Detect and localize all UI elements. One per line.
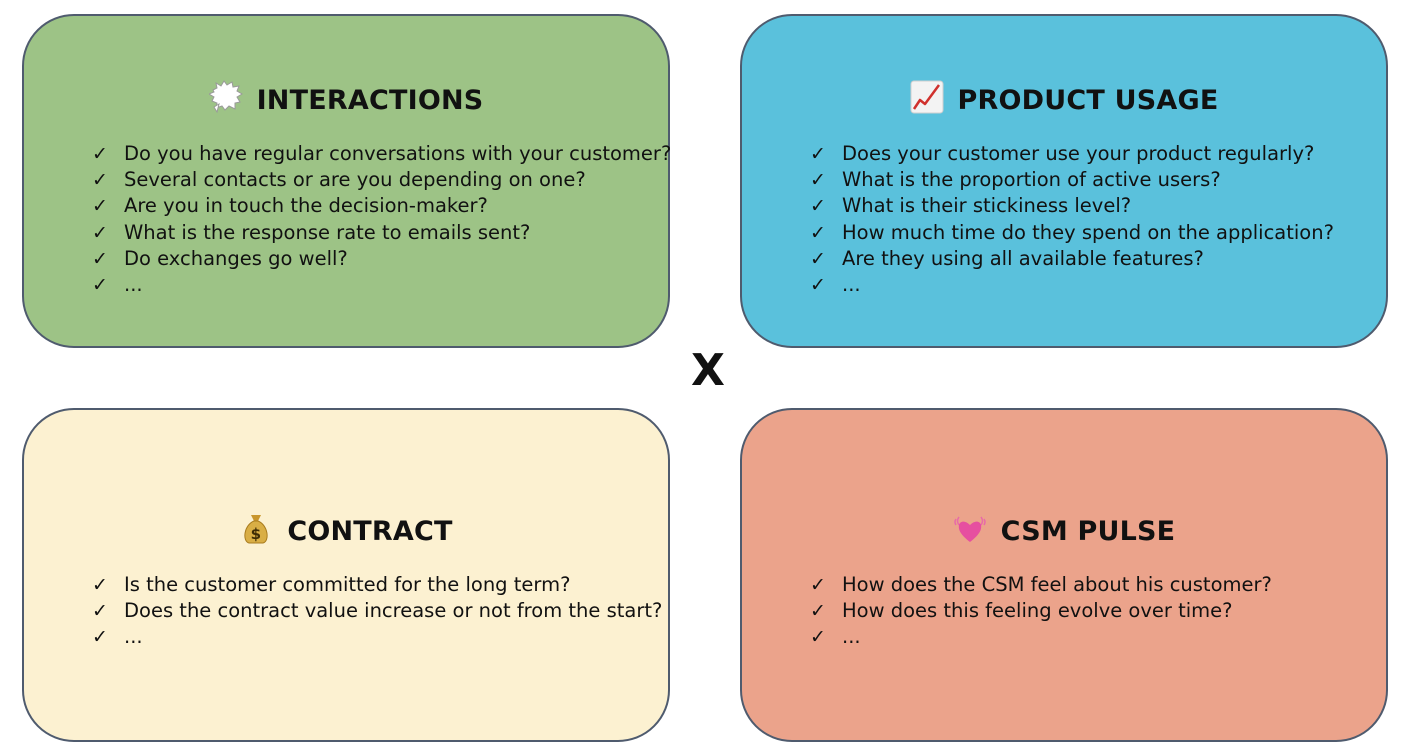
- list-item: ✓ Do you have regular conversations with …: [92, 141, 671, 167]
- chart-increasing-icon: [910, 80, 943, 114]
- list-item: ✓ Is the customer committed for the long …: [92, 572, 662, 598]
- list-item: ✓...: [810, 272, 1334, 298]
- question-list: ✓ Does your customer use your product reg…: [810, 141, 1334, 298]
- list-item: ✓ Are you in touch the decision-maker?: [92, 193, 671, 219]
- card-title-text: PRODUCT USAGE: [957, 85, 1219, 116]
- item-text: What is the proportion of active users?: [842, 168, 1221, 192]
- item-text: ...: [842, 273, 861, 297]
- check-icon: ✓: [810, 221, 826, 244]
- check-icon: ✓: [92, 247, 108, 270]
- check-icon: ✓: [810, 169, 826, 192]
- list-item: ✓ What is their stickiness level?: [810, 193, 1334, 219]
- card-title: PRODUCT USAGE: [742, 80, 1386, 116]
- check-icon: ✓: [92, 169, 108, 192]
- list-item: ✓ Are they using all available features?: [810, 246, 1334, 272]
- beating-heart-icon: [953, 516, 986, 542]
- check-icon: ✓: [92, 574, 108, 596]
- item-text: How does the CSM feel about his customer…: [842, 573, 1272, 596]
- card-title-text: CSM PULSE: [1000, 516, 1176, 547]
- item-text: Do exchanges go well?: [124, 246, 348, 270]
- interactions-card: INTERACTIONS ✓ Do you have regular conver…: [22, 14, 671, 348]
- card-title-text: INTERACTIONS: [256, 85, 484, 116]
- list-item: ✓ How does the CSM feel about his custome…: [810, 572, 1272, 598]
- money-bag-icon: $: [244, 515, 268, 544]
- list-item: ✓...: [92, 272, 671, 298]
- csm-pulse-card: CSM PULSE ✓ How does the CSM feel about h…: [740, 408, 1388, 742]
- item-text: Are you in touch the decision-maker?: [124, 194, 488, 218]
- check-icon: ✓: [92, 274, 108, 297]
- list-item: ✓ How much time do they spend on the appl…: [810, 220, 1334, 246]
- item-text: Do you have regular conversations with y…: [124, 142, 672, 165]
- svg-text:$: $: [251, 525, 262, 543]
- list-item: ✓...: [810, 624, 1272, 650]
- check-icon: ✓: [92, 221, 108, 244]
- check-icon: ✓: [92, 626, 108, 649]
- item-text: Does the contract value increase or not …: [124, 599, 663, 623]
- check-icon: ✓: [810, 247, 826, 270]
- item-text: Is the customer committed for the long t…: [124, 573, 571, 596]
- contract-card: $ CONTRACT ✓ Is the customer committed fo…: [22, 408, 670, 742]
- check-icon: ✓: [810, 626, 826, 649]
- list-item: ✓ Does your customer use your product reg…: [810, 141, 1334, 167]
- check-icon: ✓: [810, 274, 826, 297]
- card-title: INTERACTIONS: [24, 80, 668, 116]
- item-text: Several contacts or are you depending on…: [124, 168, 586, 192]
- check-icon: ✓: [92, 143, 108, 165]
- item-text: ...: [842, 625, 861, 649]
- item-text: ...: [124, 273, 143, 297]
- list-item: ✓ Do exchanges go well?: [92, 246, 671, 272]
- card-title: CSM PULSE: [742, 511, 1386, 547]
- item-text: What is their stickiness level?: [842, 194, 1132, 218]
- check-icon: ✓: [810, 143, 826, 165]
- product-usage-card: PRODUCT USAGE ✓ Does your customer use yo…: [740, 14, 1388, 348]
- item-text: What is the response rate to emails sent…: [124, 220, 531, 244]
- check-icon: ✓: [92, 195, 108, 218]
- item-text: How does this feeling evolve over time?: [842, 599, 1233, 623]
- speech-balloon-icon: [208, 80, 243, 114]
- card-title-text: CONTRACT: [287, 516, 453, 547]
- item-text: Does your customer use your product regu…: [842, 142, 1315, 165]
- item-text: How much time do they spend on the appli…: [842, 220, 1334, 244]
- check-icon: ✓: [810, 574, 826, 596]
- list-item: ✓ What is the proportion of active users?: [810, 167, 1334, 193]
- list-item: ✓ Several contacts or are you depending o…: [92, 167, 671, 193]
- item-text: Are they using all available features?: [842, 246, 1204, 270]
- item-text: ...: [124, 625, 143, 649]
- check-icon: ✓: [810, 195, 826, 218]
- check-icon: ✓: [92, 600, 108, 623]
- list-item: ✓...: [92, 624, 662, 650]
- question-list: ✓ How does the CSM feel about his custome…: [810, 572, 1272, 651]
- question-list: ✓ Is the customer committed for the long …: [92, 572, 662, 651]
- list-item: ✓ How does this feeling evolve over time?: [810, 598, 1272, 624]
- list-item: ✓ Does the contract value increase or not…: [92, 598, 662, 624]
- multiply-separator: X: [691, 345, 725, 396]
- check-icon: ✓: [810, 600, 826, 623]
- question-list: ✓ Do you have regular conversations with …: [92, 141, 671, 298]
- card-title: $ CONTRACT: [24, 511, 668, 547]
- list-item: ✓ What is the response rate to emails sen…: [92, 220, 671, 246]
